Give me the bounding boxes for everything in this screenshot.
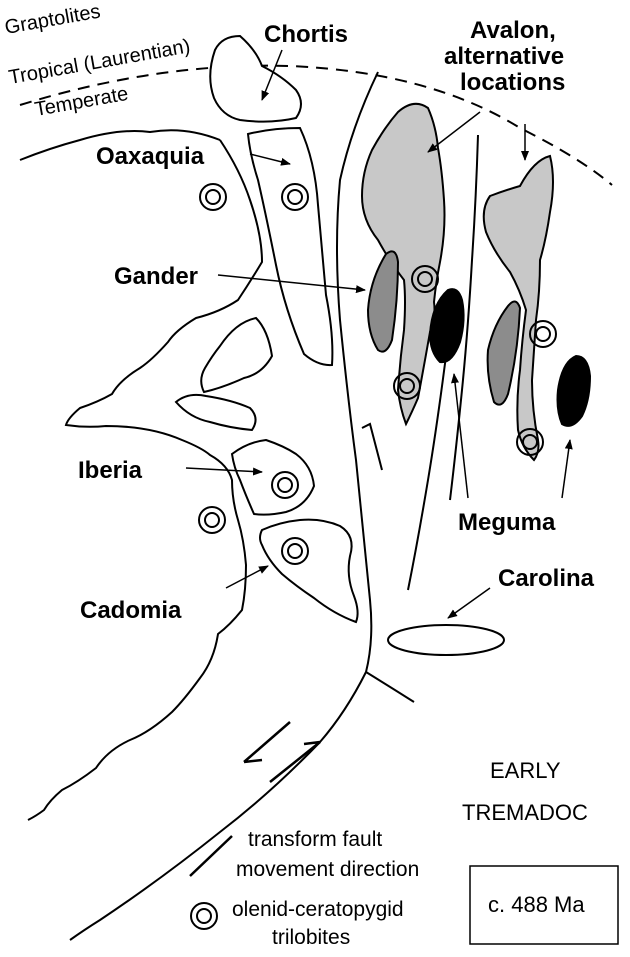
gondwana-margin-coastline [27,139,264,821]
carolina-pointer-arrow [447,587,491,619]
cadomia-label: Cadomia [80,597,182,624]
period-label-line1: EARLY [490,758,561,783]
gander-label: Gander [114,263,198,290]
carolina-terrane [387,624,505,656]
chortis-pointer-arrow [261,49,283,101]
fault-avalon-a [449,134,479,501]
trilobite-locality-icon [516,428,544,456]
fault-movement-arrow [361,422,383,471]
iberia-terrane [230,438,316,516]
trilobite-locality-icon [393,372,421,400]
trilobite-locality-icon [271,471,299,499]
chortis-terrane [209,34,302,123]
trilobite-locality-icon [199,183,227,211]
trilobite-locality-icon [411,265,439,293]
branch-fault [365,671,415,703]
legend-fault-label-line1: transform fault [248,828,382,851]
chortis-label: Chortis [264,21,348,48]
graptolite-boundary-line [19,64,613,186]
age-box [469,865,619,945]
cadomia-terrane [259,518,359,624]
laurentia-coastline [19,129,221,161]
iberia-pointer-arrow [185,467,263,476]
oaxaquia-terrane [246,126,334,367]
iberia-label: Iberia [78,457,143,484]
period-label-line2: TREMADOC [462,800,588,825]
meguma-terrane-1 [428,288,465,364]
trilobite-locality-icon [198,506,226,534]
meguma-label: Meguma [458,509,556,536]
gander-terrane-1 [366,250,400,353]
trilobite-locality-icon [281,537,309,565]
trilobite-locality-icon [529,320,557,348]
gander-terrane-2 [486,300,522,406]
tropical-label: Tropical (Laurentian) [7,35,192,89]
margin-block-2 [174,393,257,432]
avalon-label-line2: alternative [444,43,564,70]
avalon-label-line3: locations [460,69,565,96]
oaxaquia-label: Oaxaquia [96,143,205,170]
meguma-pointer-arrow-1 [451,373,469,499]
avalon-location-2 [482,154,554,462]
fault-avalon-b [407,339,449,591]
avalon-pointer-arrow-1 [427,111,481,153]
avalon-location-1 [360,102,446,427]
cadomia-pointer-arrow [225,565,269,589]
avalon-label-line1: Avalon, [470,17,556,44]
legend-fault-label-line2: movement direction [236,858,419,881]
legend-trilobite-icon [190,902,218,930]
oaxaquia-pointer-arrow [249,153,291,166]
legend-trilobite-label-line1: olenid-ceratopygid [232,898,404,921]
graptolites-label: Graptolites [3,0,102,38]
carolina-label: Carolina [498,565,595,592]
trilobite-locality-icon [281,183,309,211]
fault-half-arrow-2 [269,740,321,783]
margin-block-1 [200,316,274,394]
fault-half-arrow-1 [243,721,291,764]
main-transform-fault [69,71,379,941]
meguma-terrane-2 [556,354,592,427]
legend-transform-fault-icon [189,835,233,877]
legend-trilobite-label-line2: trilobites [272,926,350,949]
meguma-pointer-arrow-2 [561,439,573,499]
gander-pointer-arrow [217,274,366,294]
age-label: c. 488 Ma [488,892,585,917]
